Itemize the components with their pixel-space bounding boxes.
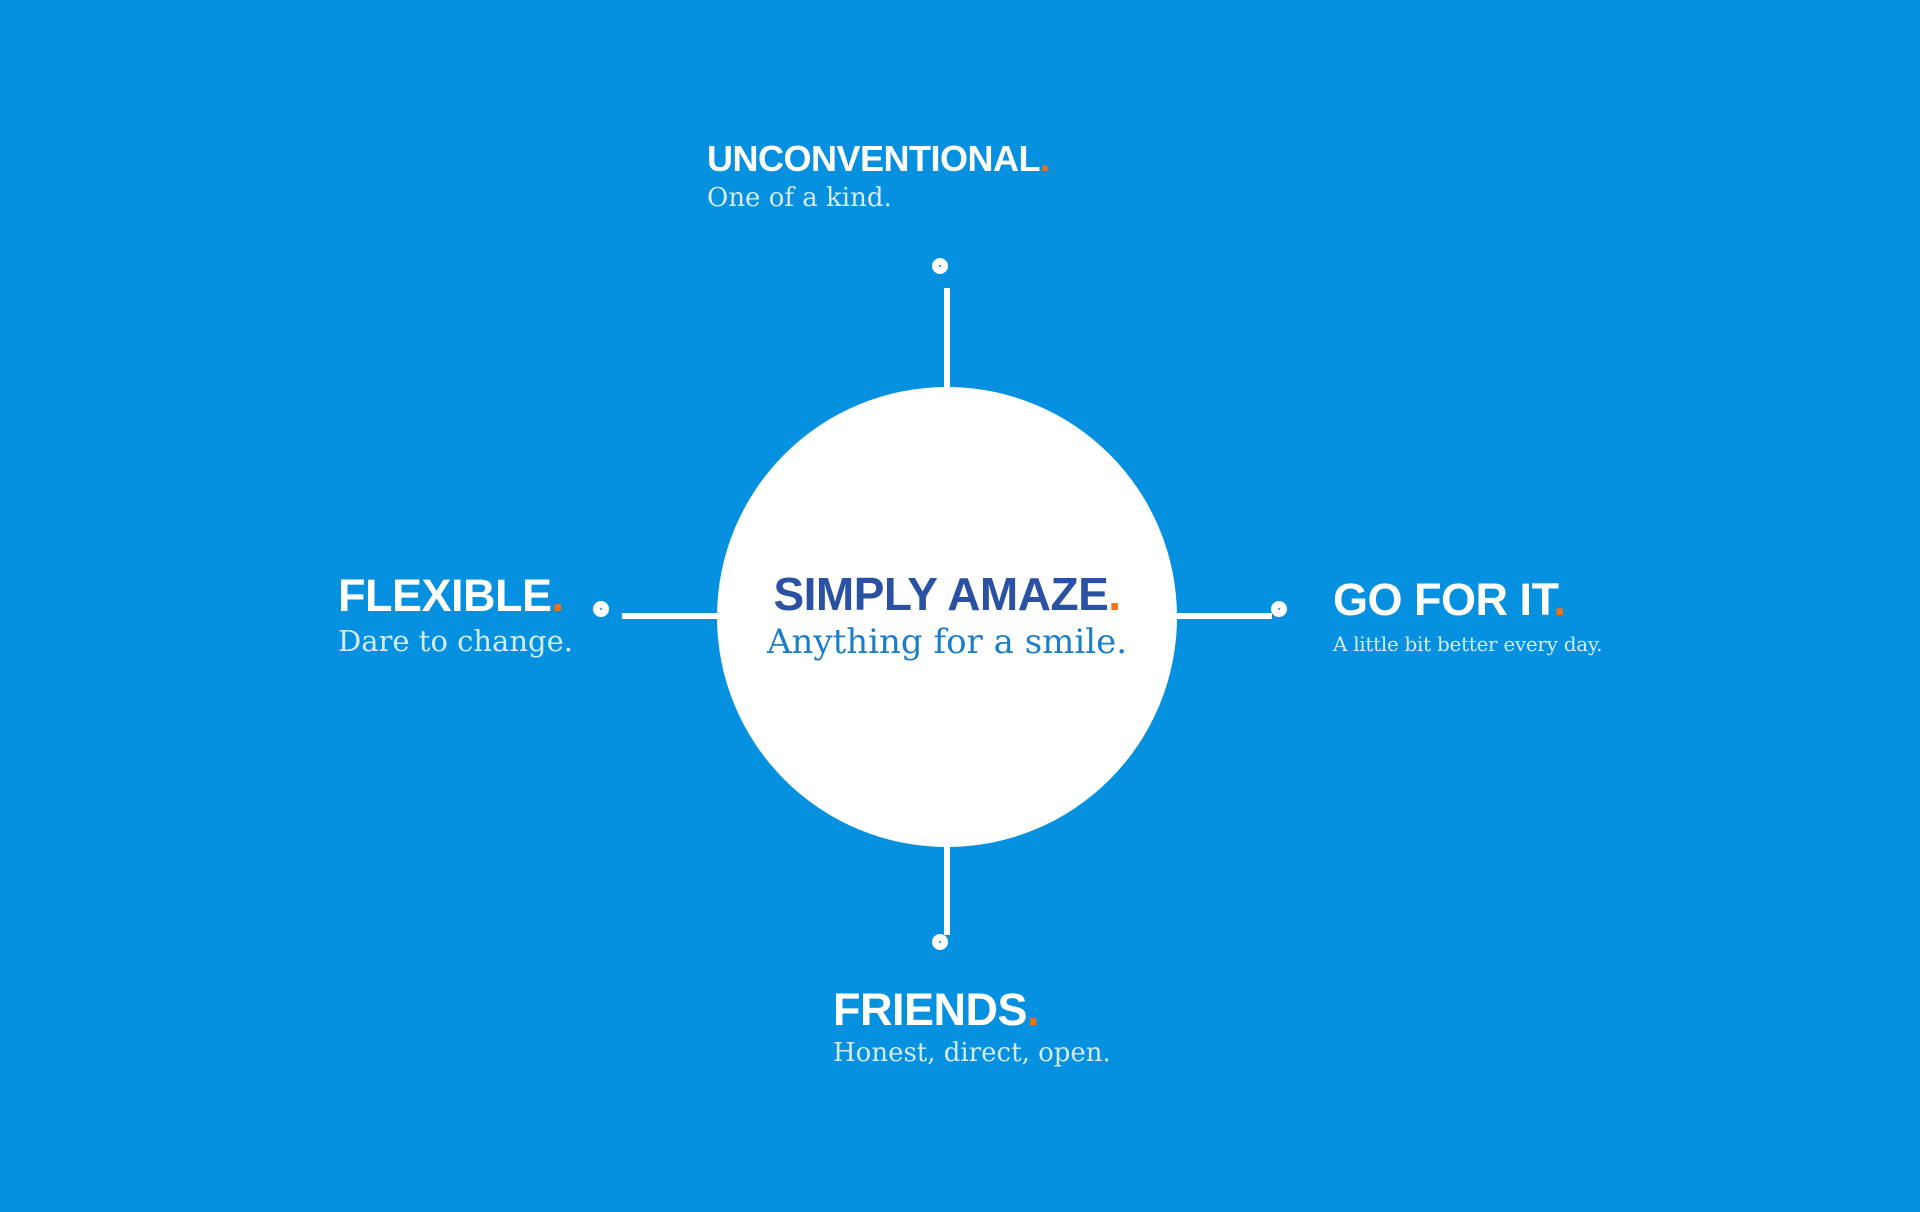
- node-go-for-it-title: GO FOR IT.: [1333, 574, 1602, 626]
- node-go-for-it-dot: .: [1553, 574, 1567, 625]
- node-unconventional-title: UNCONVENTIONAL.: [707, 138, 1050, 179]
- node-unconventional-title-text: UNCONVENTIONAL: [707, 138, 1041, 179]
- node-ring-top-icon: [932, 258, 948, 274]
- connector-line-top: [944, 288, 950, 389]
- node-go-for-it-subtitle: A little bit better every day.: [1333, 631, 1603, 656]
- center-title: SIMPLY AMAZE.: [717, 567, 1177, 622]
- node-unconventional-subtitle: One of a kind.: [707, 183, 892, 214]
- center-title-dot: .: [1108, 568, 1121, 620]
- node-friends-title-text: FRIENDS: [833, 984, 1028, 1035]
- center-text-block: SIMPLY AMAZE. Anything for a smile.: [717, 567, 1177, 663]
- node-go-for-it: GO FOR IT. A little bit better every day…: [1333, 574, 1603, 656]
- node-ring-right-icon: [1271, 601, 1287, 617]
- node-friends-title: FRIENDS.: [833, 984, 1111, 1036]
- node-flexible: FLEXIBLE. Dare to change.: [338, 570, 573, 659]
- node-flexible-dot: .: [551, 570, 565, 621]
- center-circle: SIMPLY AMAZE. Anything for a smile.: [717, 387, 1177, 847]
- node-friends: FRIENDS. Honest, direct, open.: [833, 984, 1111, 1069]
- node-flexible-title-text: FLEXIBLE: [338, 570, 552, 621]
- connector-line-bottom: [944, 846, 950, 935]
- node-friends-dot: .: [1027, 984, 1040, 1035]
- node-unconventional-dot: .: [1040, 138, 1050, 179]
- connector-line-left: [622, 613, 718, 619]
- center-subtitle: Anything for a smile.: [766, 622, 1128, 663]
- node-go-for-it-title-text: GO FOR IT: [1333, 574, 1554, 625]
- node-ring-bottom-icon: [932, 934, 948, 950]
- node-ring-left-icon: [593, 601, 609, 617]
- connector-line-right: [1176, 613, 1272, 619]
- node-unconventional: UNCONVENTIONAL. One of a kind.: [707, 138, 1050, 215]
- node-flexible-title: FLEXIBLE.: [338, 570, 573, 622]
- node-friends-subtitle: Honest, direct, open.: [833, 1037, 1111, 1068]
- center-title-text: SIMPLY AMAZE: [773, 568, 1109, 620]
- node-flexible-subtitle: Dare to change.: [338, 623, 573, 658]
